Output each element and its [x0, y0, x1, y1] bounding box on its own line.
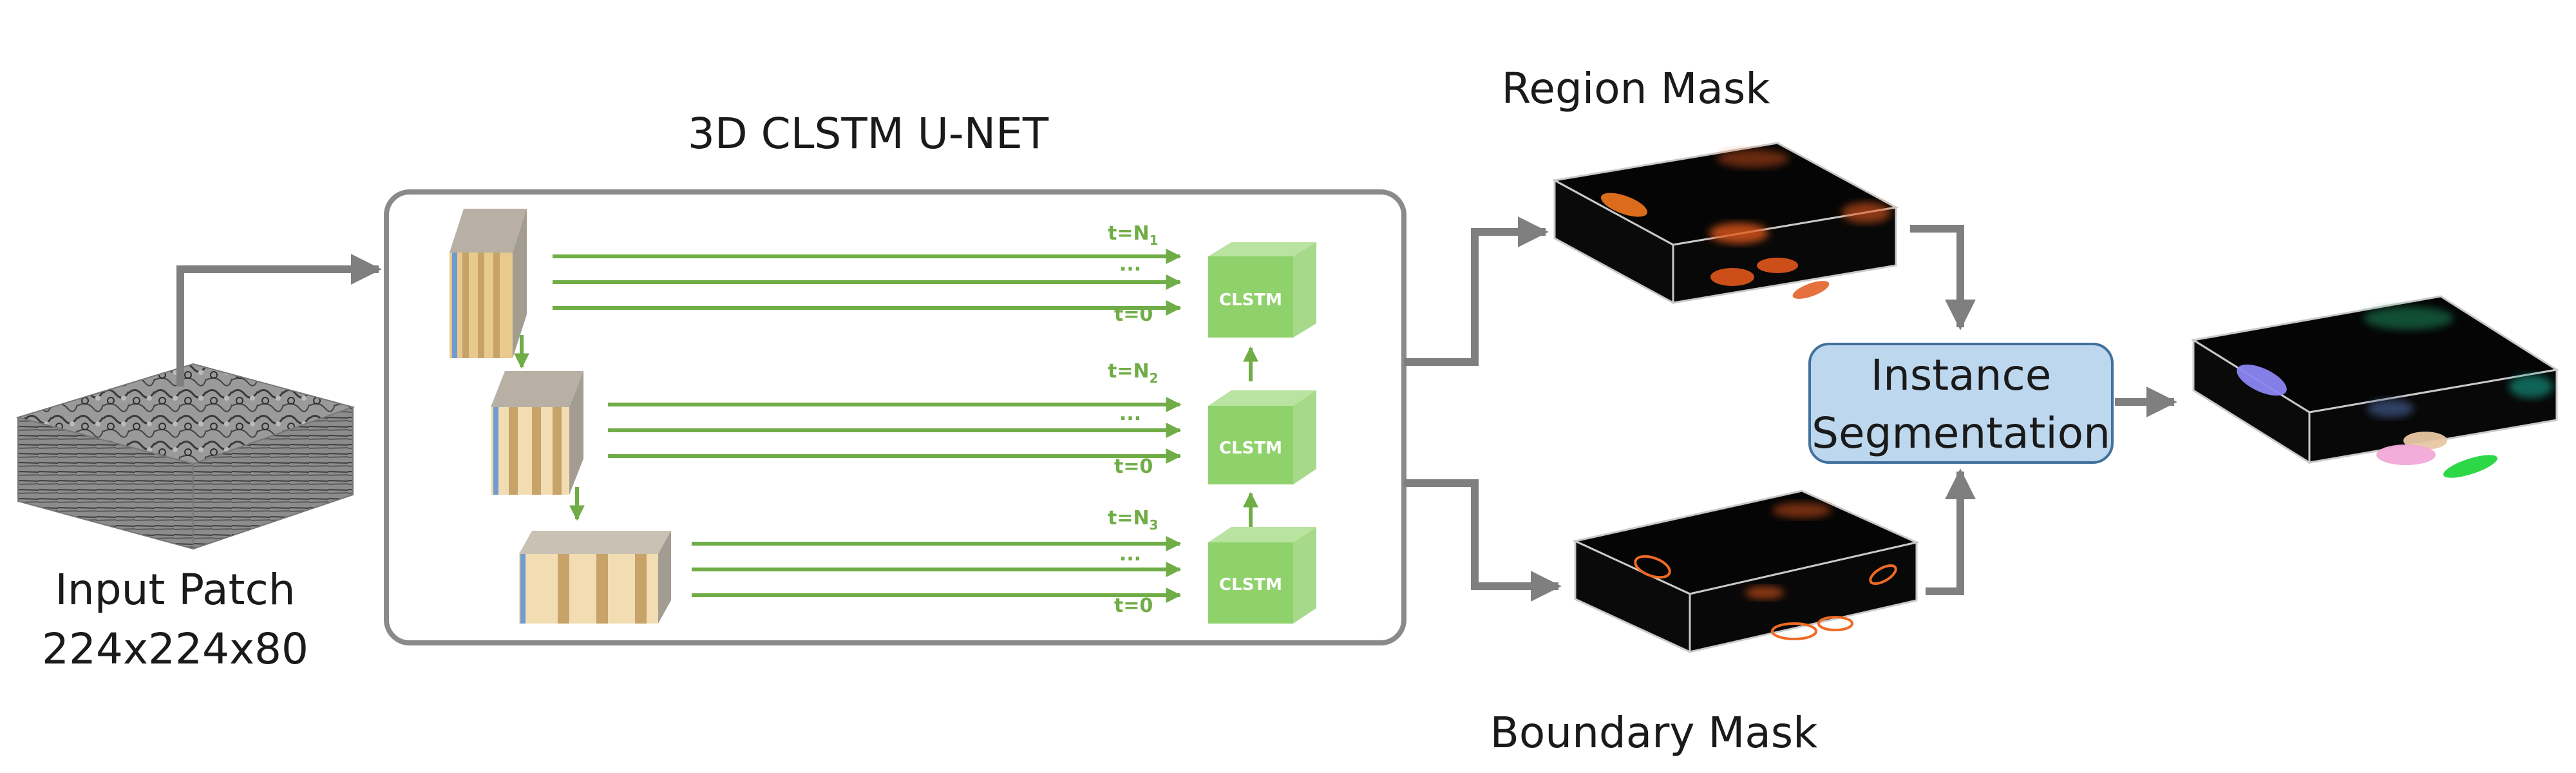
- t-0-label-3: t=0: [1114, 595, 1153, 617]
- t-n3-label: t=N3: [1108, 507, 1159, 533]
- t-n2-label: t=N2: [1108, 360, 1159, 386]
- region-to-instance-arrow: [1910, 225, 1976, 330]
- encoder-block-2: [491, 371, 583, 495]
- network-frame: [384, 189, 1406, 645]
- encoder-block-1: [450, 209, 527, 358]
- input-patch-label: Input Patch: [55, 565, 295, 615]
- clstm-cube-3: [1208, 527, 1316, 624]
- input-patch-size: 224x224x80: [42, 624, 308, 674]
- network-title: 3D CLSTM U-NET: [688, 109, 1049, 158]
- clstm-label-3: CLSTM: [1219, 575, 1282, 595]
- instance-seg-label-line2: Segmentation: [1812, 408, 2110, 458]
- clstm-label-1: CLSTM: [1219, 291, 1282, 310]
- input-patch-volume: [15, 363, 355, 550]
- t-0-label-1: t=0: [1114, 303, 1153, 326]
- instance-seg-label-line1: Instance: [1871, 350, 2052, 400]
- boundary-mask-label: Boundary Mask: [1490, 708, 1819, 758]
- skip-arrows-3: [692, 536, 1182, 603]
- skip-arrows-2: [608, 397, 1182, 464]
- output-instance-volume: [2190, 295, 2560, 478]
- clstm-label-2: CLSTM: [1219, 439, 1282, 458]
- clstm-cube-1: [1208, 242, 1316, 338]
- dots-label-3: ...: [1119, 543, 1141, 566]
- encoder-block-3: [519, 531, 671, 624]
- region-mask-label: Region Mask: [1502, 64, 1771, 113]
- boundary-to-instance-arrow: [1926, 468, 1976, 595]
- clstm-cube-2: [1208, 390, 1316, 484]
- t-0-label-2: t=0: [1114, 455, 1153, 478]
- boundary-mask-volume: [1572, 490, 1920, 654]
- region-mask-volume: [1551, 142, 1899, 305]
- skip-arrows-1: [553, 249, 1182, 316]
- input-to-network-arrow: [176, 254, 382, 386]
- network-to-boundary-arrow: [1404, 479, 1562, 602]
- dots-label-2: ...: [1119, 403, 1141, 425]
- instance-segmentation-box: [1808, 343, 2114, 464]
- t-n1-label: t=N1: [1108, 222, 1159, 248]
- dots-label-1: ...: [1119, 253, 1141, 276]
- network-to-region-arrow: [1404, 216, 1549, 366]
